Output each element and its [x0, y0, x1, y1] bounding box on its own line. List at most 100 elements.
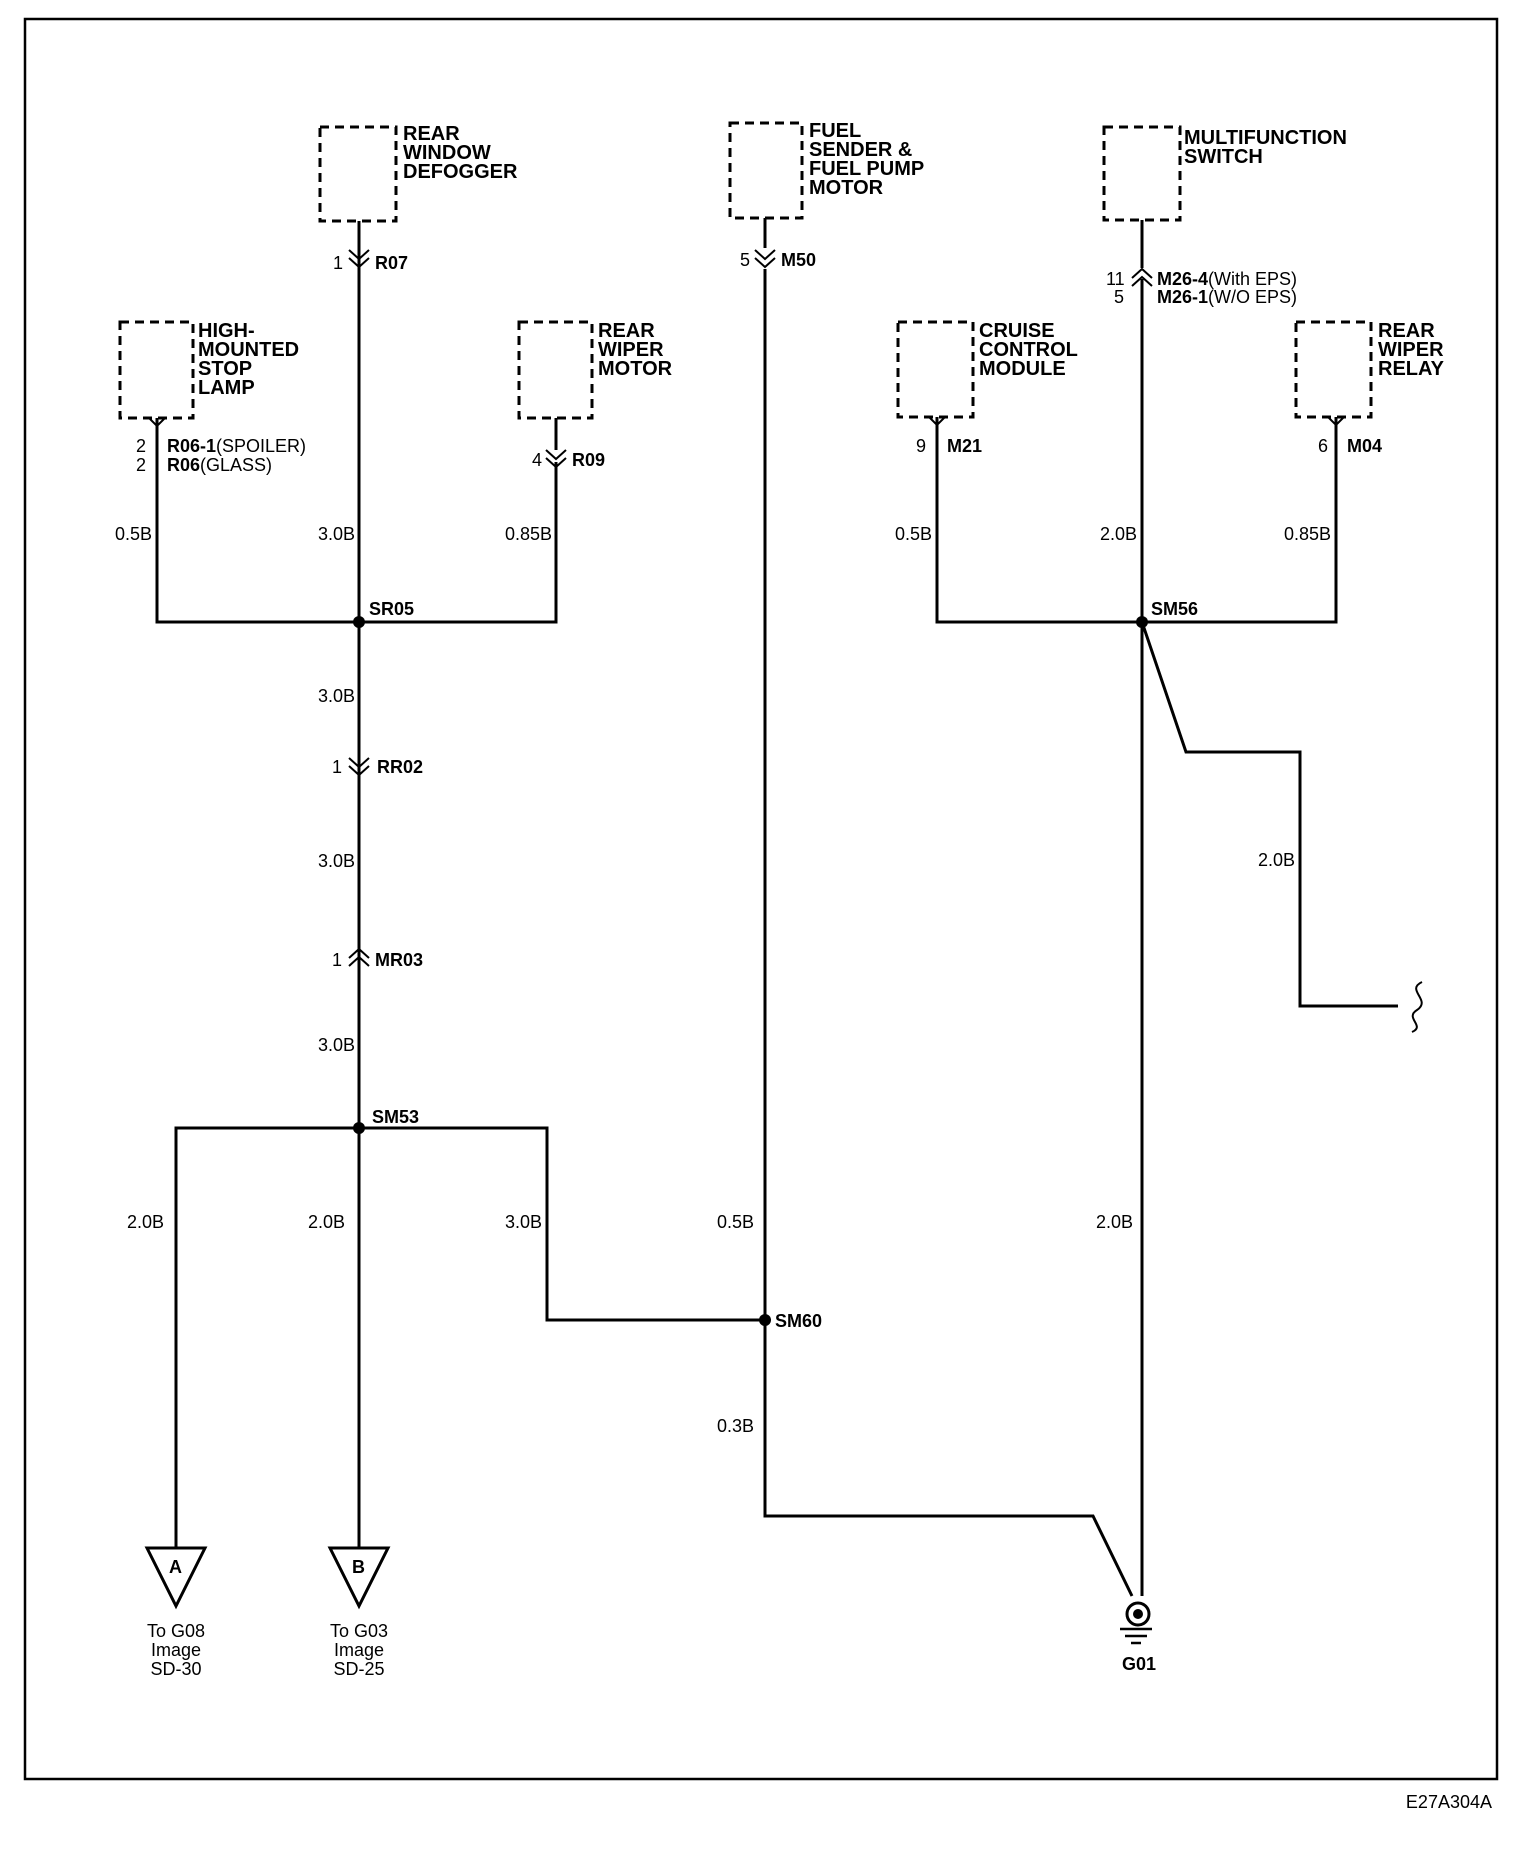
svg-text:0.85B: 0.85B [505, 524, 552, 544]
wire-sm56-branch [1140, 621, 1398, 1008]
svg-text:M26-1(W/O EPS): M26-1(W/O EPS) [1157, 287, 1297, 307]
wire-labels: 0.5B 3.0B 0.85B 0.5B 2.0B 0.85B 3.0B 3.0… [115, 524, 1331, 1436]
cruise-control-module-box [896, 320, 975, 419]
svg-text:SM56: SM56 [1151, 599, 1198, 619]
svg-text:M50: M50 [781, 250, 816, 270]
svg-text:0.3B: 0.3B [717, 1416, 754, 1436]
r07-chevron [348, 249, 370, 269]
wires [155, 218, 1423, 1597]
splice-sm60-dot [759, 1314, 771, 1326]
svg-text:4: 4 [532, 450, 542, 470]
svg-text:11: 11 [1106, 269, 1125, 289]
svg-text:3.0B: 3.0B [318, 851, 355, 871]
multifunction-switch-box [1102, 125, 1182, 222]
svg-text:B: B [352, 1557, 365, 1577]
m04-connector [1327, 416, 1345, 427]
svg-text:A: A [169, 1557, 182, 1577]
svg-text:M21: M21 [947, 436, 982, 456]
connector-labels: 1 R07 5 M50 11 M26-4(With EPS) 5 M26-1(W… [136, 250, 1382, 970]
connector-symbols [148, 249, 1345, 967]
svg-text:SM53: SM53 [372, 1107, 419, 1127]
svg-text:2.0B: 2.0B [127, 1212, 164, 1232]
svg-text:1: 1 [332, 757, 342, 777]
svg-text:MR03: MR03 [375, 950, 423, 970]
wire-stop-lamp [155, 425, 359, 624]
ground-g01: G01 [1120, 1601, 1156, 1674]
wire-wiper-relay [1142, 425, 1338, 624]
svg-text:R06-1(SPOILER): R06-1(SPOILER) [167, 436, 306, 456]
svg-text:SR05: SR05 [369, 599, 414, 619]
wire-sm53-sm60 [359, 1126, 765, 1322]
svg-text:M26-4(With EPS): M26-4(With EPS) [1157, 269, 1297, 289]
fuel-sender-box [728, 121, 804, 220]
svg-text:1: 1 [332, 950, 342, 970]
high-mounted-stop-lamp-box [118, 320, 195, 420]
svg-text:0.5B: 0.5B [895, 524, 932, 544]
mr03-chevron [348, 947, 370, 967]
wire-break-symbol [1411, 981, 1423, 1033]
svg-text:3.0B: 3.0B [505, 1212, 542, 1232]
figure-code: E27A304A [1406, 1792, 1492, 1812]
svg-text:RR02: RR02 [377, 757, 423, 777]
svg-text:2: 2 [136, 455, 146, 475]
splice-labels: SR05 SM56 SM53 SM60 [369, 599, 1198, 1331]
svg-text:5: 5 [740, 250, 750, 270]
svg-text:2.0B: 2.0B [1096, 1212, 1133, 1232]
wire-sm53-a [174, 1126, 359, 1548]
m21-connector [928, 416, 946, 427]
splice-sm56-dot [1136, 616, 1148, 628]
rr02-chevron [348, 757, 370, 777]
svg-text:0.85B: 0.85B [1284, 524, 1331, 544]
svg-text:SM60: SM60 [775, 1311, 822, 1331]
svg-text:2.0B: 2.0B [1100, 524, 1137, 544]
rear-wiper-relay-box [1294, 320, 1373, 419]
svg-text:R06(GLASS): R06(GLASS) [167, 455, 272, 475]
m50-chevron [754, 249, 776, 269]
svg-text:9: 9 [916, 436, 926, 456]
splice-sr05-dot [353, 616, 365, 628]
wire-sm60-g01 [763, 1320, 1134, 1597]
m26-chevron [1131, 267, 1153, 287]
splice-sm53-dot [353, 1122, 365, 1134]
svg-text:2: 2 [136, 436, 146, 456]
r06-connector [148, 417, 166, 428]
ground-label: G01 [1122, 1654, 1156, 1674]
wire-wiper-motor [359, 462, 558, 624]
svg-text:3.0B: 3.0B [318, 686, 355, 706]
svg-text:5: 5 [1114, 287, 1124, 307]
rear-wiper-motor-box [517, 320, 594, 420]
svg-text:3.0B: 3.0B [318, 524, 355, 544]
svg-text:M04: M04 [1347, 436, 1382, 456]
diagram-frame [23, 17, 1499, 1781]
rear-window-defogger-box [318, 125, 398, 223]
svg-text:2.0B: 2.0B [1258, 850, 1295, 870]
svg-text:0.5B: 0.5B [717, 1212, 754, 1232]
svg-text:R09: R09 [572, 450, 605, 470]
svg-text:2.0B: 2.0B [308, 1212, 345, 1232]
svg-text:6: 6 [1318, 436, 1328, 456]
svg-text:3.0B: 3.0B [318, 1035, 355, 1055]
svg-text:1: 1 [333, 253, 343, 273]
svg-text:R07: R07 [375, 253, 408, 273]
svg-text:0.5B: 0.5B [115, 524, 152, 544]
r09-chevron [545, 449, 567, 469]
